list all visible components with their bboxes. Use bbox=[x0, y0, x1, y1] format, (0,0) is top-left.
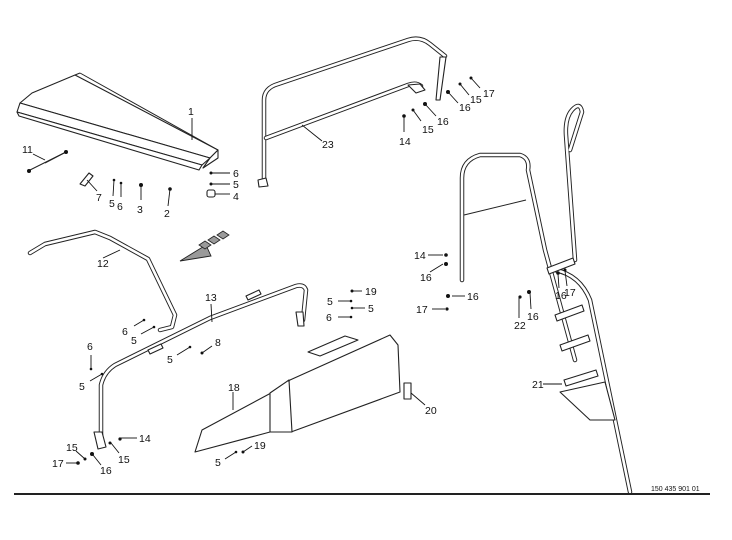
label-3: 3 bbox=[137, 204, 143, 216]
label-22: 22 bbox=[514, 320, 526, 332]
label-17: 17 bbox=[52, 458, 64, 470]
label-5: 5 bbox=[215, 457, 221, 469]
label-21: 21 bbox=[532, 379, 544, 391]
label-14: 14 bbox=[139, 433, 151, 445]
label-17: 17 bbox=[483, 88, 495, 100]
label-6: 6 bbox=[233, 168, 239, 180]
part-1-cover bbox=[16, 72, 219, 171]
part-11-gas-strut bbox=[27, 150, 68, 173]
document-number: 150 435 901 01 bbox=[651, 486, 700, 493]
label-5: 5 bbox=[79, 381, 85, 393]
label-23: 23 bbox=[322, 139, 334, 151]
label-5: 5 bbox=[167, 354, 173, 366]
label-12: 12 bbox=[97, 258, 109, 270]
part-labels: 1 6 5 4 11 7 5 6 3 2 23 17 15 16 16 15 1… bbox=[22, 76, 576, 477]
label-6: 6 bbox=[326, 312, 332, 324]
label-5: 5 bbox=[327, 296, 333, 308]
label-6: 6 bbox=[87, 341, 93, 353]
label-6: 6 bbox=[117, 201, 123, 213]
part-13-side-rail bbox=[93, 283, 309, 450]
part-21-ladder bbox=[459, 103, 633, 495]
label-15: 15 bbox=[422, 124, 434, 136]
label-19: 19 bbox=[254, 440, 266, 452]
label-13: 13 bbox=[205, 292, 217, 304]
label-16: 16 bbox=[459, 102, 471, 114]
label-14: 14 bbox=[414, 250, 426, 262]
label-16: 16 bbox=[437, 116, 449, 128]
label-5: 5 bbox=[368, 303, 374, 315]
label-5: 5 bbox=[233, 179, 239, 191]
label-4: 4 bbox=[233, 191, 239, 203]
label-16: 16 bbox=[555, 290, 567, 302]
label-19: 19 bbox=[365, 286, 377, 298]
label-6: 6 bbox=[122, 326, 128, 338]
label-15: 15 bbox=[66, 442, 78, 454]
label-16: 16 bbox=[420, 272, 432, 284]
label-11: 11 bbox=[22, 144, 33, 156]
label-2: 2 bbox=[164, 208, 170, 220]
label-16: 16 bbox=[100, 465, 112, 477]
label-5: 5 bbox=[131, 335, 137, 347]
part-7-bracket bbox=[79, 172, 94, 187]
label-15: 15 bbox=[470, 94, 482, 106]
label-1: 1 bbox=[188, 106, 194, 118]
part-23-handrail bbox=[257, 36, 448, 188]
label-16: 16 bbox=[467, 291, 479, 303]
label-17: 17 bbox=[564, 287, 576, 299]
label-20: 20 bbox=[425, 405, 437, 417]
label-15: 15 bbox=[118, 454, 130, 466]
part-20-bracket bbox=[403, 382, 412, 400]
label-16: 16 bbox=[527, 311, 539, 323]
label-14: 14 bbox=[399, 136, 411, 148]
part-18-cover bbox=[194, 334, 401, 453]
part-12-rail bbox=[27, 229, 178, 333]
part-4-nut bbox=[206, 189, 216, 198]
label-8: 8 bbox=[215, 337, 221, 349]
label-18: 18 bbox=[228, 382, 240, 394]
label-5: 5 bbox=[109, 198, 115, 210]
label-7: 7 bbox=[96, 192, 102, 204]
travel-direction-arrow bbox=[179, 230, 230, 262]
label-17: 17 bbox=[416, 304, 428, 316]
